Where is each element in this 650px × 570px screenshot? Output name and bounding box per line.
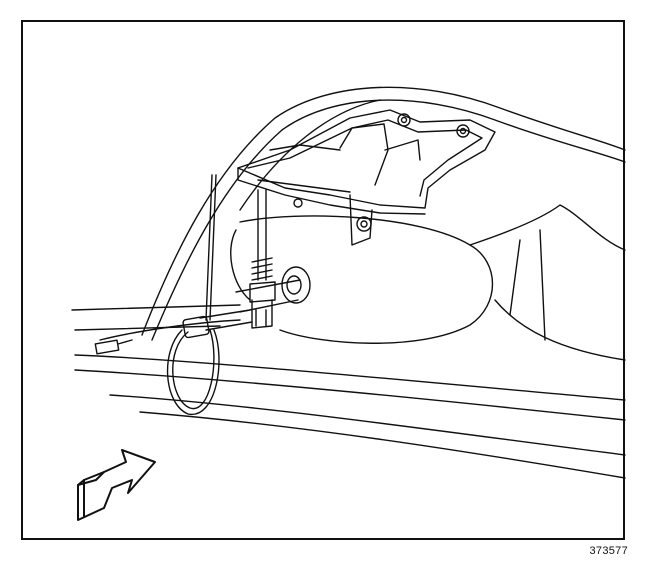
illustration-frame xyxy=(21,20,625,540)
cable-and-connector xyxy=(94,174,220,415)
arrow-forward-icon xyxy=(77,449,156,521)
mounting-bracket xyxy=(237,109,496,246)
figure-number: 373577 xyxy=(589,545,628,557)
cylinder-housing xyxy=(199,266,311,331)
rear-fascia xyxy=(230,204,626,361)
actuator-rod-and-spring xyxy=(249,189,276,303)
vehicle-body-outline xyxy=(71,86,626,479)
